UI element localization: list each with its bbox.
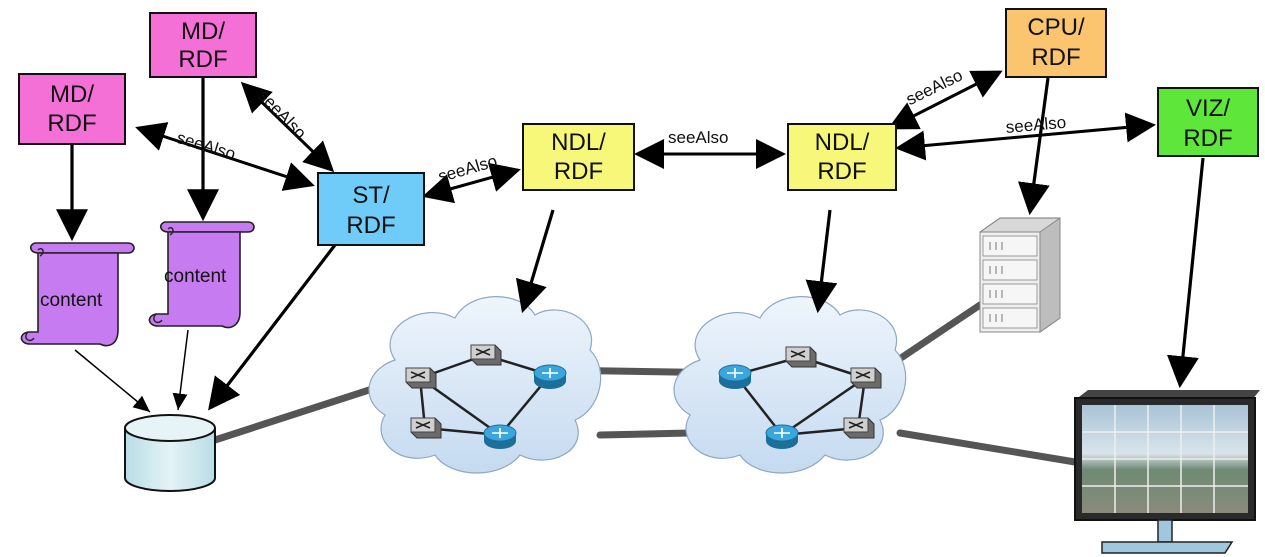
content-scroll-left <box>20 242 135 347</box>
router-icon <box>533 364 567 389</box>
content-label-left: content <box>40 290 103 311</box>
switch-icon <box>470 344 502 366</box>
switch-icon <box>405 367 437 389</box>
md-rdf-document-left: MD/ RDF <box>18 73 126 145</box>
viz-rdf-document: VIZ/ RDF <box>1157 87 1259 157</box>
server-rack-icon <box>979 217 1061 333</box>
network-links <box>211 301 1079 466</box>
ndl-rdf-document-a: NDL/ RDF <box>522 123 635 191</box>
tiled-display-icon <box>1074 390 1260 554</box>
switch-icon <box>850 367 882 389</box>
arrow-md-top-st <box>240 81 335 173</box>
arrow-st-db <box>208 244 337 411</box>
doc-label-line1: ST/ <box>352 182 390 209</box>
doc-label-line2: RDF <box>47 110 97 137</box>
arrow-cpu-server <box>1017 77 1050 216</box>
doc-label-line2: RDF <box>817 158 867 185</box>
arrow-ndl-b-viz <box>895 112 1156 161</box>
arrow-st-ndl-a <box>422 162 521 204</box>
doc-label-line1: VIZ/ <box>1185 95 1230 122</box>
arrow-ndl-b-cloud <box>805 209 838 314</box>
st-rdf-document: ST/ RDF <box>317 172 425 246</box>
router-icon <box>483 424 517 449</box>
doc-label-line2: RDF <box>553 158 604 185</box>
link-cloud-b-display <box>896 429 1079 466</box>
content-scroll-right <box>148 221 255 329</box>
doc-label-line1: CPU/ <box>1027 14 1085 41</box>
network-cloud-icon <box>368 296 602 474</box>
doc-label-line2: RDF <box>346 212 396 239</box>
switch-icon <box>785 346 817 368</box>
database-icon <box>124 414 216 492</box>
arrow-content-right-db <box>172 329 189 411</box>
doc-label-line2: RDF <box>1183 125 1233 152</box>
arrow-content-left-db <box>74 349 151 413</box>
doc-label-line1: MD/ <box>181 18 225 45</box>
arrow-ndl-a-cloud <box>515 209 555 314</box>
switch-icon <box>410 417 442 439</box>
doc-label-line1: NDL/ <box>551 129 606 156</box>
doc-label-line2: RDF <box>1031 44 1081 71</box>
arrow-md-left-st <box>135 122 315 191</box>
doc-label-line1: NDL/ <box>814 129 870 156</box>
router-icon <box>718 364 752 389</box>
doc-label-line2: RDF <box>178 46 228 73</box>
md-rdf-document-top: MD/ RDF <box>149 12 257 78</box>
link-cloud-b-server <box>891 301 984 366</box>
router-icon <box>765 424 799 449</box>
arrow-viz-display <box>1166 157 1205 389</box>
edge-label-ndl-ndl: seeAlso <box>668 128 729 147</box>
cpu-rdf-document: CPU/ RDF <box>1005 8 1107 78</box>
link-cloud-a-cloud-b-bottom <box>596 429 694 439</box>
doc-label-line1: MD/ <box>50 81 94 108</box>
ndl-rdf-document-b: NDL/ RDF <box>787 123 897 191</box>
content-label-right: content <box>164 266 227 287</box>
switch-icon <box>843 417 875 439</box>
arrows <box>56 70 1205 413</box>
